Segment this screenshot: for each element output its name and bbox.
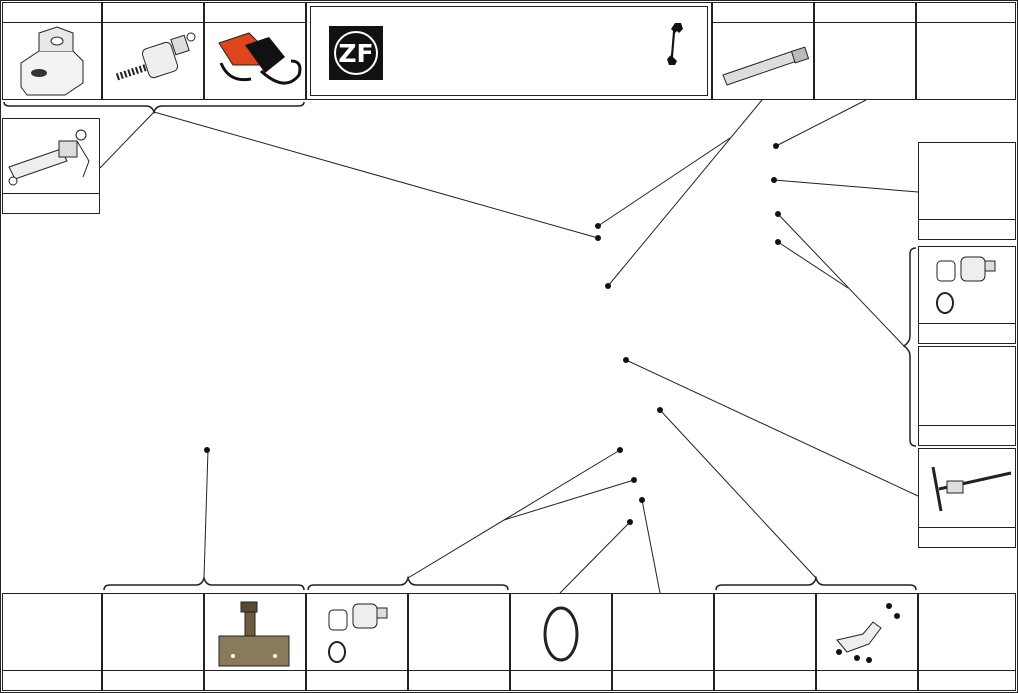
caption	[205, 670, 305, 690]
part-box-bracket-with-bolts[interactable]	[816, 593, 918, 691]
part-box-blank[interactable]	[918, 593, 1016, 691]
part-box-blank[interactable]	[612, 593, 714, 691]
callout-dot	[775, 239, 781, 245]
solenoid-illustration	[115, 32, 196, 81]
part-box-actuator-assembly[interactable]	[2, 118, 100, 214]
title-panel-border: ZF	[310, 6, 708, 96]
part-box-blank[interactable]	[102, 593, 204, 691]
caption	[3, 193, 99, 213]
caption	[511, 670, 611, 690]
callout-dot	[204, 447, 210, 453]
brace-bottom-mid	[307, 575, 509, 591]
o-ring-illustration	[543, 606, 579, 662]
callout-dot	[773, 143, 779, 149]
caption	[713, 3, 813, 23]
part-box-fitting-nut-ring[interactable]	[306, 593, 408, 691]
caption	[409, 670, 509, 690]
caption	[919, 527, 1015, 547]
title-panel: ZF	[306, 2, 712, 100]
part-box-blank[interactable]	[918, 346, 1016, 446]
caption	[103, 3, 203, 23]
part-box-fitting-nut-ring[interactable]	[918, 246, 1016, 344]
part-box-rod[interactable]	[712, 2, 814, 100]
callout-dot	[617, 447, 623, 453]
callout-dot	[605, 283, 611, 289]
caption	[817, 670, 917, 690]
caption	[715, 670, 815, 690]
caption	[919, 219, 1015, 239]
callout-dot	[771, 177, 777, 183]
part-box-valve-bracket[interactable]	[204, 593, 306, 691]
callout-dot	[639, 497, 645, 503]
callout-dot	[595, 223, 601, 229]
rod-illustration	[722, 46, 810, 86]
caption	[3, 670, 101, 690]
callout-dot	[623, 357, 629, 363]
caption	[307, 670, 407, 690]
callout-dot	[631, 477, 637, 483]
brace-bottom-left	[103, 575, 305, 591]
valve-bracket-illustration	[218, 601, 290, 667]
part-box-shift-lever[interactable]	[918, 448, 1016, 548]
caption	[815, 3, 915, 23]
bracket-with-bolts-illustration	[836, 603, 900, 663]
shift-lever-illustration	[931, 466, 1012, 512]
callout-dot	[627, 519, 633, 525]
caption	[205, 3, 305, 23]
callout-dot	[775, 211, 781, 217]
caption	[919, 323, 1015, 343]
fitting-nut-ring-illustration	[328, 603, 388, 663]
part-box-wiring-harness[interactable]	[204, 2, 306, 100]
part-box-blank[interactable]	[814, 2, 916, 100]
brace-right	[902, 247, 917, 447]
brace-bottom-right	[715, 575, 917, 591]
part-box-blank[interactable]	[2, 593, 102, 691]
bracket-block-illustration	[20, 26, 84, 96]
part-box-bracket-block[interactable]	[2, 2, 102, 100]
part-box-blank[interactable]	[918, 142, 1016, 240]
part-box-blank[interactable]	[408, 593, 510, 691]
part-box-blank[interactable]	[916, 2, 1016, 100]
brace-top	[3, 101, 305, 115]
actuator-assembly-illustration	[8, 129, 90, 186]
wiring-harness-illustration	[218, 32, 302, 85]
wrench-icon	[667, 23, 683, 65]
callout-dot	[657, 407, 663, 413]
brand-logo: ZF	[329, 26, 383, 80]
caption	[3, 3, 101, 23]
callout-dot	[595, 235, 601, 241]
caption	[613, 670, 713, 690]
part-box-o-ring[interactable]	[510, 593, 612, 691]
logo-text: ZF	[338, 39, 373, 68]
part-box-solenoid[interactable]	[102, 2, 204, 100]
caption	[103, 670, 203, 690]
caption	[919, 670, 1015, 690]
caption	[919, 425, 1015, 445]
caption	[917, 3, 1015, 23]
fitting-nut-ring-illustration	[936, 256, 996, 314]
part-box-blank[interactable]	[714, 593, 816, 691]
